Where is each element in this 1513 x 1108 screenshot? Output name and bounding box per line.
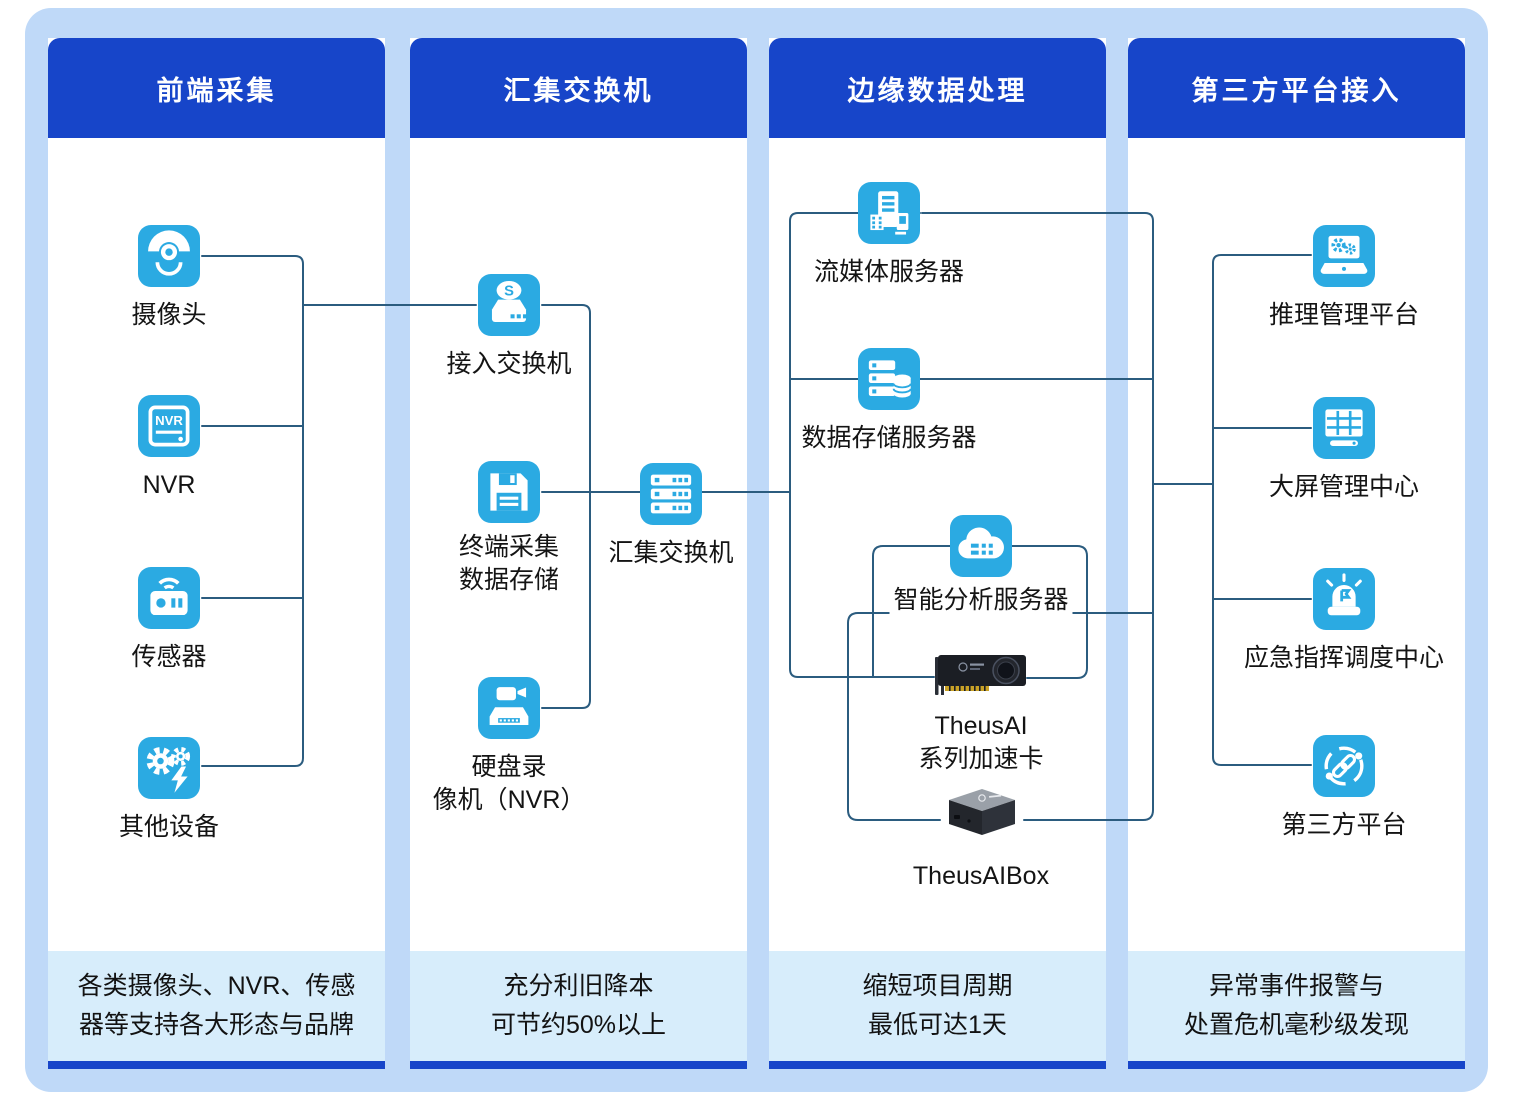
svg-text:NVR: NVR xyxy=(155,413,183,428)
column-footer: 异常事件报警与 处置危机毫秒级发现 xyxy=(1128,951,1465,1061)
storage-server-icon xyxy=(868,360,912,398)
node-storage-server xyxy=(858,348,920,410)
node-nvr: NVR xyxy=(138,395,200,457)
node-label: 摄像头 xyxy=(131,301,207,329)
column-header: 前端采集 xyxy=(48,38,385,138)
column-edge-processing: 边缘数据处理 缩短项目周期 最低可达1天 xyxy=(769,38,1106,1069)
column-header: 汇集交换机 xyxy=(410,38,747,138)
column-bottom-bar xyxy=(48,1061,385,1069)
sensor-icon xyxy=(150,577,188,616)
dvr-camera-icon xyxy=(489,687,529,726)
node-other-devices xyxy=(138,737,200,799)
column-footer: 各类摄像头、NVR、传感 器等支持各大形态与品牌 xyxy=(48,951,385,1061)
cloud-server-icon xyxy=(958,527,1004,559)
column-header: 边缘数据处理 xyxy=(769,38,1106,138)
node-emergency-center xyxy=(1313,568,1375,630)
access-switch-icon: S xyxy=(491,280,527,323)
node-label: 推理管理平台 xyxy=(1268,301,1420,329)
product-label: TheusAI 系列加速卡 xyxy=(918,712,1044,773)
node-analysis-server xyxy=(950,515,1012,577)
node-label: 流媒体服务器 xyxy=(813,258,965,286)
node-label: 其他设备 xyxy=(118,813,220,841)
column-bottom-bar xyxy=(769,1061,1106,1069)
product-label: TheusAIBox xyxy=(912,862,1050,890)
column-bottom-bar xyxy=(410,1061,747,1069)
siren-icon xyxy=(1326,573,1362,616)
column-footer: 缩短项目周期 最低可达1天 xyxy=(769,951,1106,1061)
node-label: 智能分析服务器 xyxy=(889,584,1073,617)
gears-device-icon xyxy=(146,746,191,793)
node-label: 硬盘录 像机（NVR） xyxy=(432,753,586,814)
node-camera xyxy=(138,225,200,287)
dome-camera-icon xyxy=(148,230,190,276)
column-footer: 充分利旧降本 可节约50%以上 xyxy=(410,951,747,1061)
ai-box-device xyxy=(942,785,1022,842)
nvr-recorder-icon: NVR xyxy=(148,405,190,447)
node-label: 汇集交换机 xyxy=(608,539,734,567)
node-sensor xyxy=(138,567,200,629)
column-header: 第三方平台接入 xyxy=(1128,38,1465,138)
share-link-icon xyxy=(1324,746,1364,786)
node-label: 数据存储服务器 xyxy=(801,424,977,452)
screen-grid-icon xyxy=(1325,409,1363,446)
column-front-end: 前端采集 各类摄像头、NVR、传感 器等支持各大形态与品牌 xyxy=(48,38,385,1069)
node-label: 接入交换机 xyxy=(446,350,572,378)
floppy-storage-icon xyxy=(490,473,528,511)
node-terminal-storage xyxy=(478,461,540,523)
column-third-party: 第三方平台接入 异常事件报警与 处置危机毫秒级发现 xyxy=(1128,38,1465,1069)
node-label: 大屏管理中心 xyxy=(1268,473,1420,501)
node-media-server xyxy=(858,182,920,244)
node-dvr xyxy=(478,677,540,739)
rack-switch-icon xyxy=(650,474,692,514)
gpu-accelerator-card xyxy=(933,650,1029,709)
node-label: 第三方平台 xyxy=(1281,811,1407,839)
node-agg-switch xyxy=(640,463,702,525)
laptop-gears-icon xyxy=(1320,235,1368,274)
media-server-icon xyxy=(870,191,909,235)
node-label: NVR xyxy=(142,471,196,499)
node-inference-platform xyxy=(1313,225,1375,287)
node-access-switch: S xyxy=(478,274,540,336)
node-label: 传感器 xyxy=(131,643,207,671)
node-big-screen xyxy=(1313,397,1375,459)
node-label: 应急指挥调度中心 xyxy=(1243,644,1445,672)
svg-text:S: S xyxy=(504,284,514,300)
node-label: 终端采集 数据存储 xyxy=(458,533,560,594)
node-third-party-platform xyxy=(1313,735,1375,797)
column-bottom-bar xyxy=(1128,1061,1465,1069)
